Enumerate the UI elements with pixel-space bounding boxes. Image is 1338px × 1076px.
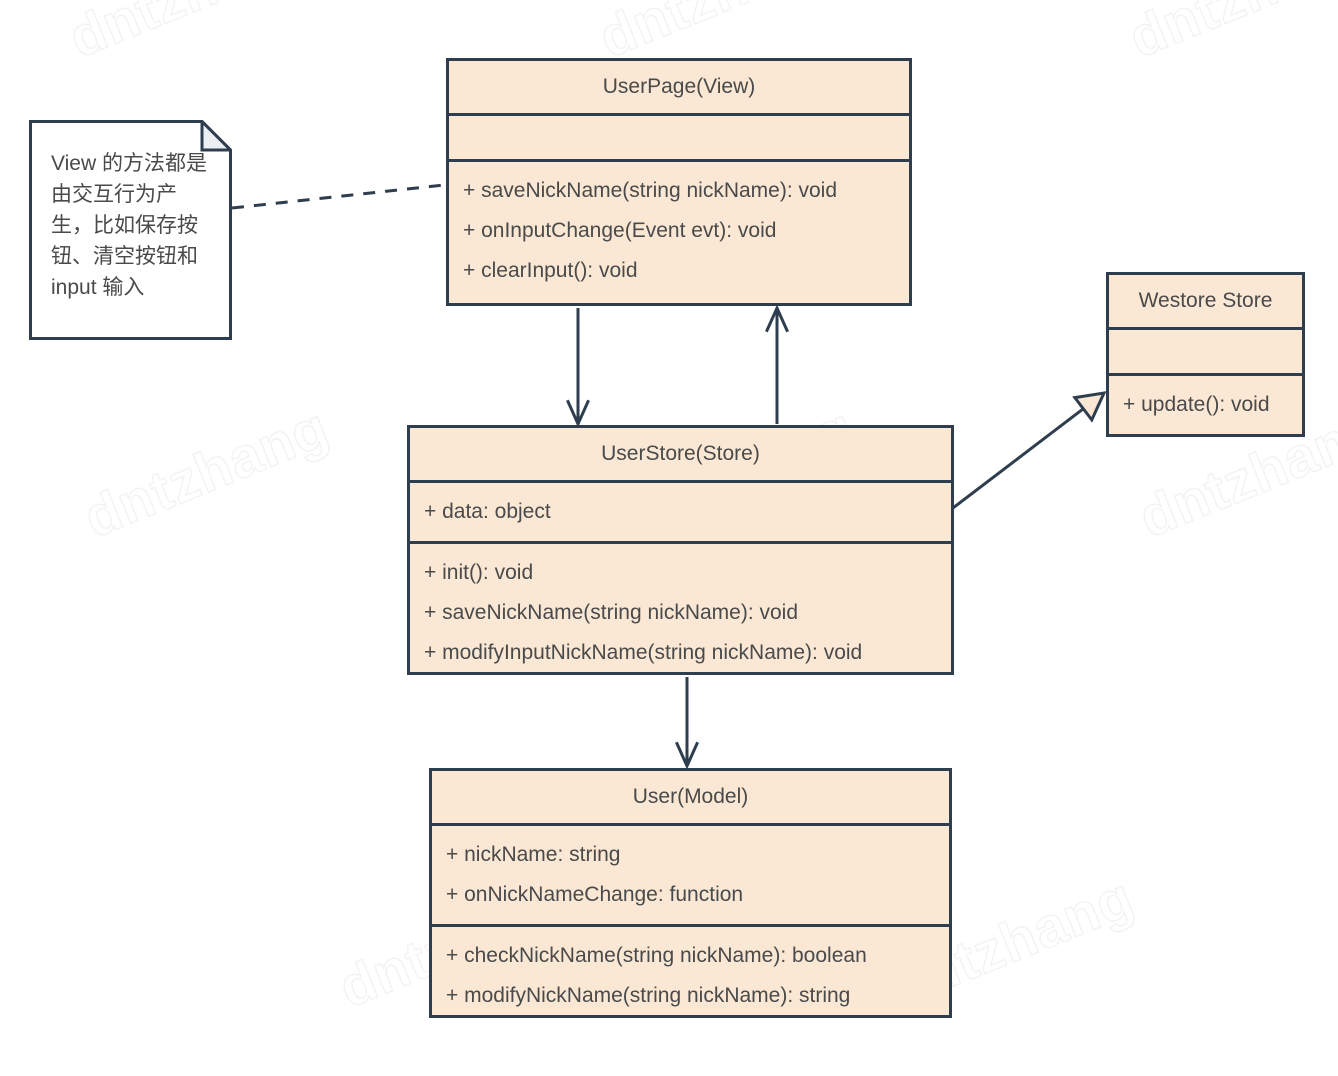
watermark-text: dntzhang: [1120, 0, 1338, 70]
class-title-westore: Westore Store: [1138, 289, 1273, 312]
connector-userstore-to-westore: [952, 391, 1107, 510]
class-method: + saveNickName(string nickName): void: [463, 179, 838, 202]
methods-compartment-usermodel: + checkNickName(string nickName): boolea…: [432, 924, 949, 1025]
attributes-compartment-userpage: [449, 113, 909, 159]
class-method: + saveNickName(string nickName): void: [424, 601, 799, 624]
class-method: + clearInput(): void: [463, 259, 638, 282]
methods-compartment-userstore: + init(): void + saveNickName(string nick…: [410, 541, 951, 682]
class-title-userpage: UserPage(View): [602, 75, 756, 98]
methods-compartment-userpage: + saveNickName(string nickName): void + o…: [449, 159, 909, 300]
class-attribute: + data: object: [424, 500, 551, 523]
watermark-text: dntzhang: [60, 0, 323, 70]
attributes-compartment-westore: [1109, 327, 1302, 373]
class-method: + onInputChange(Event evt): void: [463, 219, 777, 242]
connector-userstore-to-usermodel: [675, 677, 699, 770]
connector-userstore-to-userpage: [765, 304, 789, 424]
connector-userpage-to-userstore: [566, 308, 590, 428]
uml-class-userpage[interactable]: UserPage(View) + saveNickName(string nick…: [446, 58, 912, 306]
uml-class-userstore[interactable]: UserStore(Store) + data: object + init(): …: [407, 425, 954, 675]
class-method: + checkNickName(string nickName): boolea…: [446, 944, 867, 967]
attributes-compartment-usermodel: + nickName: string + onNickNameChange: fu…: [432, 823, 949, 924]
class-method: + modifyInputNickName(string nickName): …: [424, 641, 863, 664]
class-method: + update(): void: [1123, 393, 1270, 416]
watermark-text: dntzhang: [75, 394, 338, 550]
uml-class-westore[interactable]: Westore Store + update(): void: [1106, 272, 1305, 437]
note-shape-icon: [29, 120, 232, 340]
class-attribute: + nickName: string: [446, 843, 621, 866]
class-attribute: + onNickNameChange: function: [446, 883, 744, 906]
note-text: View 的方法都是由交互行为产生，比如保存按钮、清空按钮和input 输入: [51, 152, 207, 299]
uml-class-usermodel[interactable]: User(Model) + nickName: string + onNickNam…: [429, 768, 952, 1018]
connector-note-to-userpage: [231, 183, 445, 210]
class-title-usermodel: User(Model): [632, 785, 749, 808]
note-comment: View 的方法都是由交互行为产生，比如保存按钮、清空按钮和input 输入: [29, 120, 232, 340]
methods-compartment-westore: + update(): void: [1109, 373, 1302, 434]
attributes-compartment-userstore: + data: object: [410, 480, 951, 541]
class-method: + init(): void: [424, 561, 534, 584]
class-method: + modifyNickName(string nickName): strin…: [446, 984, 851, 1007]
class-title-userstore: UserStore(Store): [601, 442, 760, 465]
